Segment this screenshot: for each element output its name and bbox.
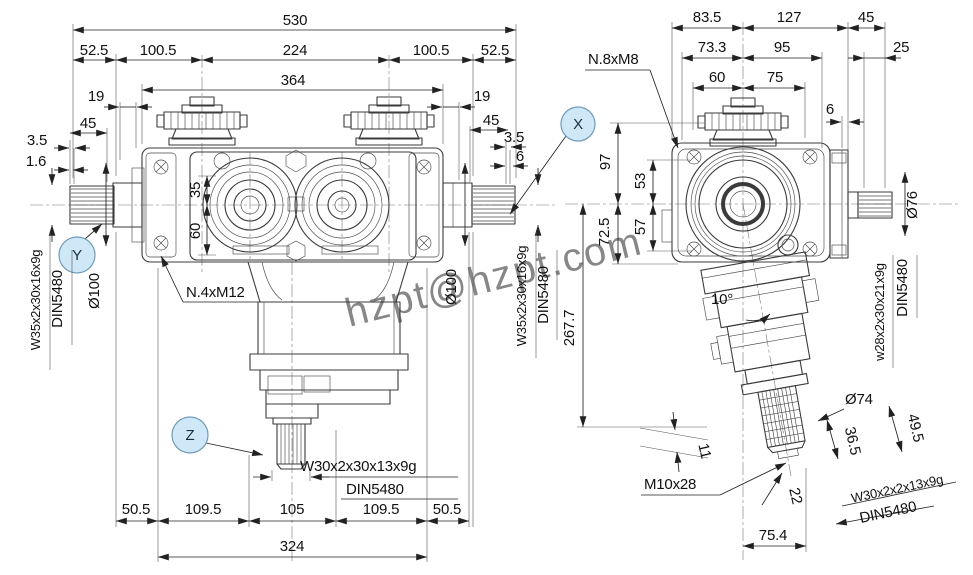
label-front-din-output: DIN5480 bbox=[346, 481, 404, 498]
dim-side-11: 11 bbox=[694, 442, 714, 461]
front-boss-link bbox=[287, 196, 305, 212]
dim-side-36-5: 36.5 bbox=[841, 425, 864, 457]
balloon-y-label: Y bbox=[72, 247, 82, 264]
front-extension-lines bbox=[69, 24, 517, 562]
front-right-breather-knob bbox=[343, 96, 435, 146]
balloon-y: Y bbox=[58, 223, 103, 274]
dim-front-1-6-left: 1.6 bbox=[26, 153, 46, 170]
label-front-spline-left: W35x2x30x16x9g bbox=[28, 250, 43, 351]
dim-side-97: 97 bbox=[597, 154, 614, 170]
balloon-x-circle bbox=[560, 106, 596, 142]
side-tilted-output-assembly bbox=[700, 251, 820, 459]
dim-front-530: 530 bbox=[283, 12, 307, 29]
side-dimension-texts: 83.5 127 45 73.3 95 25 60 75 6 N.8xM8 97… bbox=[561, 9, 944, 544]
label-side-spline-output: W30x2x2x13x9g bbox=[850, 472, 945, 506]
dim-side-22: 22 bbox=[785, 486, 805, 506]
dim-front-364: 364 bbox=[281, 72, 305, 89]
dim-side-dia76: Ø76 bbox=[904, 191, 921, 219]
dim-front-52-5-right: 52.5 bbox=[481, 42, 509, 59]
dim-front-60: 60 bbox=[187, 223, 204, 239]
dim-side-75-4: 75.4 bbox=[759, 527, 787, 544]
front-panel-details bbox=[213, 149, 379, 262]
balloon-z-label: Z bbox=[186, 427, 195, 444]
note-side-thread: M10x28 bbox=[644, 476, 696, 493]
dim-side-6: 6 bbox=[826, 101, 834, 118]
dim-front-52-5-left: 52.5 bbox=[80, 42, 108, 59]
label-front-din-left: DIN5480 bbox=[49, 270, 66, 328]
note-front-bolts: N.4xM12 bbox=[186, 284, 245, 301]
dim-front-105: 105 bbox=[280, 501, 304, 518]
dim-side-45: 45 bbox=[858, 9, 874, 26]
dim-side-60: 60 bbox=[709, 69, 725, 86]
dim-front-19-left: 19 bbox=[88, 88, 104, 105]
label-side-spline-right: w28x2x30x21x9g bbox=[872, 263, 887, 362]
front-left-breather-knob bbox=[156, 96, 248, 146]
dim-side-72-5: 72.5 bbox=[596, 218, 613, 246]
front-output-housing bbox=[247, 261, 409, 470]
dim-front-50-5-left: 50.5 bbox=[122, 501, 150, 518]
dim-front-109-5-right: 109.5 bbox=[363, 501, 400, 518]
side-centerlines bbox=[565, 22, 958, 560]
dim-side-83-5: 83.5 bbox=[693, 9, 721, 26]
dim-side-75: 75 bbox=[767, 69, 783, 86]
side-label-underlines bbox=[892, 255, 918, 368]
dim-side-dia74: Ø74 bbox=[845, 391, 873, 408]
front-right-boss bbox=[294, 157, 390, 253]
dim-front-35: 35 bbox=[187, 182, 204, 198]
dim-front-dia100-right: Ø100 bbox=[443, 269, 460, 305]
dim-front-dia100-left: Ø100 bbox=[86, 273, 103, 309]
dim-front-3-5-left: 3.5 bbox=[27, 132, 47, 149]
dim-front-100-5-right: 100.5 bbox=[413, 42, 450, 59]
dim-front-324: 324 bbox=[280, 538, 304, 555]
label-front-din-right: DIN5480 bbox=[535, 266, 552, 324]
dim-side-57: 57 bbox=[632, 219, 649, 235]
note-side-bolts: N.8xM8 bbox=[588, 51, 638, 68]
front-dimension-lines bbox=[48, 26, 542, 561]
label-front-spline-output: W30x2x30x13x9g bbox=[300, 458, 416, 475]
dim-front-50-5-right: 50.5 bbox=[433, 501, 461, 518]
front-centerlines bbox=[30, 55, 556, 562]
dim-side-267-7: 267.7 bbox=[561, 310, 578, 347]
dim-side-angle-10: 10° bbox=[711, 291, 733, 308]
dim-front-45-right: 45 bbox=[483, 112, 499, 129]
side-dimension-lines bbox=[579, 24, 957, 550]
front-corner-screws bbox=[153, 159, 432, 251]
front-dimension-texts: 530 52.5 100.5 224 100.5 52.5 364 19 45 … bbox=[26, 12, 552, 555]
label-front-spline-right: W35x2x30x16x9g bbox=[514, 246, 529, 347]
balloon-y-circle bbox=[58, 236, 96, 274]
dim-front-3-5-right: 3.5 bbox=[504, 129, 524, 146]
dim-side-49-5: 49.5 bbox=[904, 412, 927, 444]
dim-side-73-3: 73.3 bbox=[698, 39, 726, 56]
balloon-z-circle bbox=[171, 416, 209, 454]
dim-side-25: 25 bbox=[893, 39, 909, 56]
front-right-shaft bbox=[442, 182, 516, 228]
side-corner-screws bbox=[686, 149, 818, 257]
side-right-shaft bbox=[829, 149, 893, 259]
dim-front-100-5-left: 100.5 bbox=[140, 42, 177, 59]
balloon-z: Z bbox=[171, 416, 264, 457]
dim-front-6-right: 6 bbox=[516, 148, 524, 165]
dim-front-45-left: 45 bbox=[80, 115, 96, 132]
balloon-x: X bbox=[509, 106, 596, 215]
dim-front-109-5-left: 109.5 bbox=[185, 501, 222, 518]
front-view-linework bbox=[30, 55, 556, 562]
dim-side-53: 53 bbox=[632, 173, 649, 189]
balloon-x-label: X bbox=[573, 116, 583, 133]
dim-front-224: 224 bbox=[283, 42, 307, 59]
dim-side-127: 127 bbox=[777, 9, 801, 26]
front-label-underlines bbox=[49, 232, 558, 370]
side-breather-knob bbox=[697, 97, 789, 147]
dim-side-95: 95 bbox=[774, 39, 790, 56]
side-bore bbox=[685, 146, 801, 262]
side-view-linework bbox=[565, 22, 958, 560]
label-side-din-right: DIN5480 bbox=[894, 259, 911, 317]
dim-front-19-right: 19 bbox=[474, 88, 490, 105]
